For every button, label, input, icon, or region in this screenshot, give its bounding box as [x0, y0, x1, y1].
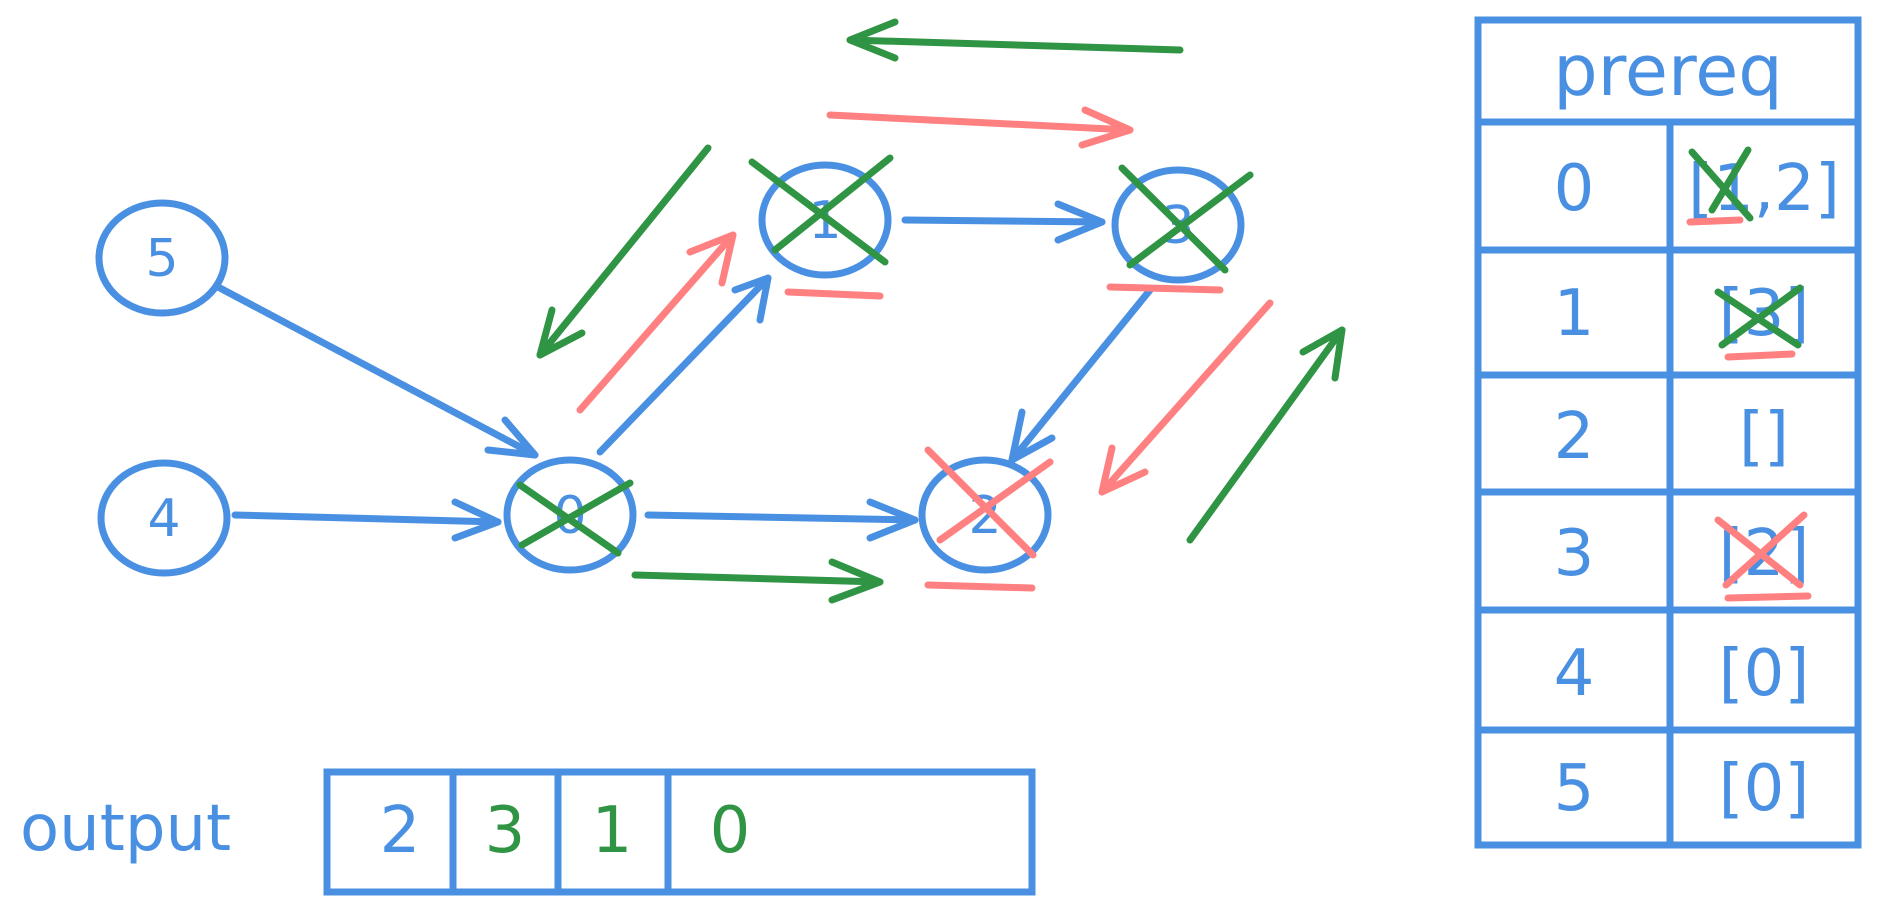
- prereq-row-0-green-cross: [1688, 146, 1754, 222]
- prereq-value-0: [1,2]: [1688, 152, 1840, 226]
- green-arrow-bottom: [631, 558, 884, 604]
- red-arrow-left-up: [576, 231, 737, 414]
- prereq-title: prereq: [1553, 30, 1782, 112]
- edge-0-to-1: [596, 274, 772, 456]
- node-2: 2: [918, 446, 1054, 592]
- prereq-key-3: 3: [1554, 517, 1595, 591]
- node-5-label: 5: [145, 229, 178, 289]
- output-array: output 2 3 1 0: [20, 768, 1036, 896]
- node-0-green-cross: [516, 479, 634, 557]
- traversal-arrows: [536, 18, 1346, 604]
- prereq-key-2: 2: [1554, 400, 1595, 474]
- graph-nodes: 5 4 0 1 3: [95, 154, 1254, 592]
- output-cell-2: 1: [592, 794, 633, 868]
- prereq-row-0-red-underline: [1686, 216, 1744, 226]
- node-3-red-underline: [1106, 283, 1224, 294]
- node-1-green-cross: [748, 154, 894, 266]
- prereq-key-1: 1: [1554, 277, 1595, 351]
- output-cell-1: 3: [485, 794, 526, 868]
- prereq-value-4: [0]: [1719, 637, 1810, 711]
- green-arrow-top: [846, 18, 1184, 62]
- edge-5-to-0: [214, 283, 539, 459]
- prereq-key-4: 4: [1554, 637, 1595, 711]
- node-2-red-underline: [924, 581, 1036, 592]
- output-cell-3: 0: [710, 794, 751, 868]
- green-arrow-left-down: [536, 144, 712, 359]
- node-3-green-cross: [1118, 164, 1254, 274]
- node-3: 3: [1106, 164, 1254, 294]
- prereq-row-1-red-underline: [1724, 350, 1796, 361]
- output-label: output: [20, 792, 231, 866]
- edge-0-to-2: [644, 498, 919, 542]
- node-5: 5: [95, 199, 229, 317]
- prereq-table: prereq 0 [1,2] 1 [3] 2 [] 3 [2] 4 [0]: [1474, 16, 1862, 849]
- prereq-value-5: [0]: [1719, 752, 1810, 826]
- node-4-label: 4: [147, 489, 180, 549]
- edge-3-to-2: [1008, 286, 1154, 464]
- prereq-row-3-red-cross: [1714, 511, 1808, 589]
- node-1: 1: [748, 154, 894, 300]
- red-arrow-right-down: [1098, 299, 1274, 496]
- prereq-value-2: []: [1739, 400, 1789, 474]
- node-2-red-cross: [924, 446, 1054, 559]
- graph-edges: [214, 200, 1154, 542]
- edge-1-to-3: [901, 200, 1106, 244]
- prereq-row-3-red-underline: [1724, 592, 1812, 602]
- node-1-red-underline: [784, 288, 884, 300]
- prereq-key-0: 0: [1554, 152, 1595, 226]
- prereq-row-1-green-cross: [1714, 284, 1804, 349]
- output-cell-0: 2: [380, 794, 421, 868]
- node-4: 4: [97, 459, 231, 577]
- green-arrow-right-up: [1186, 326, 1346, 544]
- edge-4-to-0: [231, 498, 502, 542]
- red-arrow-top: [826, 106, 1134, 149]
- node-0: 0: [503, 456, 637, 574]
- prereq-key-5: 5: [1554, 752, 1595, 826]
